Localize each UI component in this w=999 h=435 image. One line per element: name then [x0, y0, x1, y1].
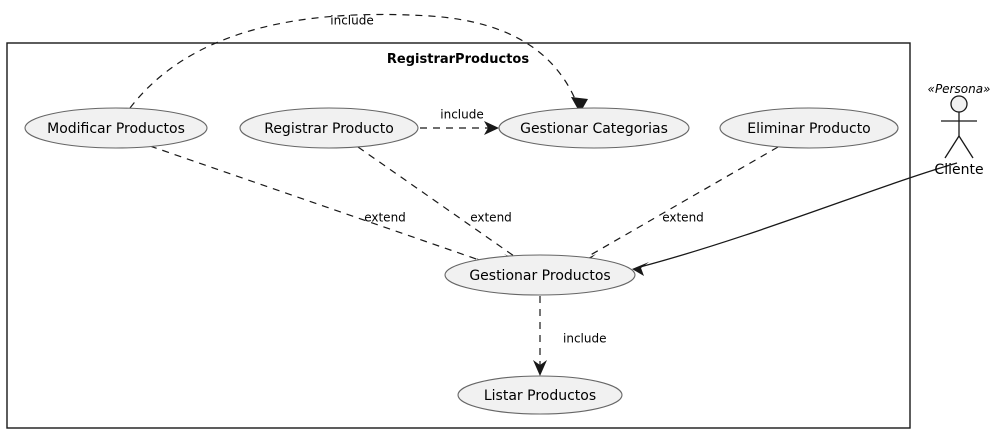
use-case-listar-productos[interactable]: Listar Productos — [457, 375, 623, 415]
use-case-label: Modificar Productos — [47, 121, 185, 137]
arrowhead-cliente-to-gestionar — [632, 262, 649, 276]
link-modificar-to-categorias — [129, 13, 579, 109]
link-eliminar-to-gestionar — [586, 146, 779, 258]
arrowhead-registrar-to-categorias — [484, 121, 499, 135]
link-label-registrar-to-gestionar: extend — [470, 211, 512, 225]
link-label-eliminar-to-gestionar: extend — [662, 211, 704, 225]
use-case-gestionar-categorias[interactable]: Gestionar Categorias — [498, 107, 690, 149]
package-frame — [6, 42, 911, 429]
use-case-ellipse[interactable] — [444, 254, 636, 296]
link-registrar-to-gestionar — [357, 146, 515, 257]
use-case-label: Gestionar Productos — [469, 268, 610, 284]
actor-cliente[interactable]: «Persona» Cliente — [928, 82, 991, 178]
use-case-eliminar-producto[interactable]: Eliminar Producto — [719, 107, 899, 149]
use-case-ellipse[interactable] — [24, 107, 208, 149]
arrowhead-gestionar-to-listar — [533, 360, 547, 376]
actor-leg-right-icon — [958, 135, 974, 159]
link-label-gestionar-to-listar: include — [563, 332, 606, 346]
link-cliente-to-gestionar — [639, 162, 958, 268]
use-case-gestionar-productos[interactable]: Gestionar Productos — [444, 254, 636, 296]
link-label-modificar-to-categorias: include — [330, 14, 373, 28]
package-title: RegistrarProductos — [387, 52, 529, 67]
actor-stereotype-label: «Persona» — [928, 82, 991, 96]
use-case-label: Eliminar Producto — [747, 121, 871, 137]
use-case-ellipse[interactable] — [239, 107, 419, 149]
actor-leg-left-icon — [944, 135, 960, 159]
use-case-registrar-producto[interactable]: Registrar Producto — [239, 107, 419, 149]
use-case-ellipse[interactable] — [498, 107, 690, 149]
arrowhead-modificar-to-categorias — [571, 97, 588, 113]
use-case-modificar-productos[interactable]: Modificar Productos — [24, 107, 208, 149]
use-case-label: Registrar Producto — [264, 121, 394, 137]
actor-name-label: Cliente — [934, 162, 983, 178]
link-label-modificar-to-gestionar: extend — [364, 211, 406, 225]
actor-head-icon — [950, 95, 968, 113]
link-label-registrar-to-categorias: include — [440, 108, 483, 122]
use-case-ellipse[interactable] — [457, 375, 623, 415]
use-case-ellipse[interactable] — [719, 107, 899, 149]
use-case-label: Listar Productos — [484, 388, 596, 404]
link-modificar-to-gestionar — [149, 145, 486, 263]
use-case-label: Gestionar Categorias — [520, 121, 668, 137]
